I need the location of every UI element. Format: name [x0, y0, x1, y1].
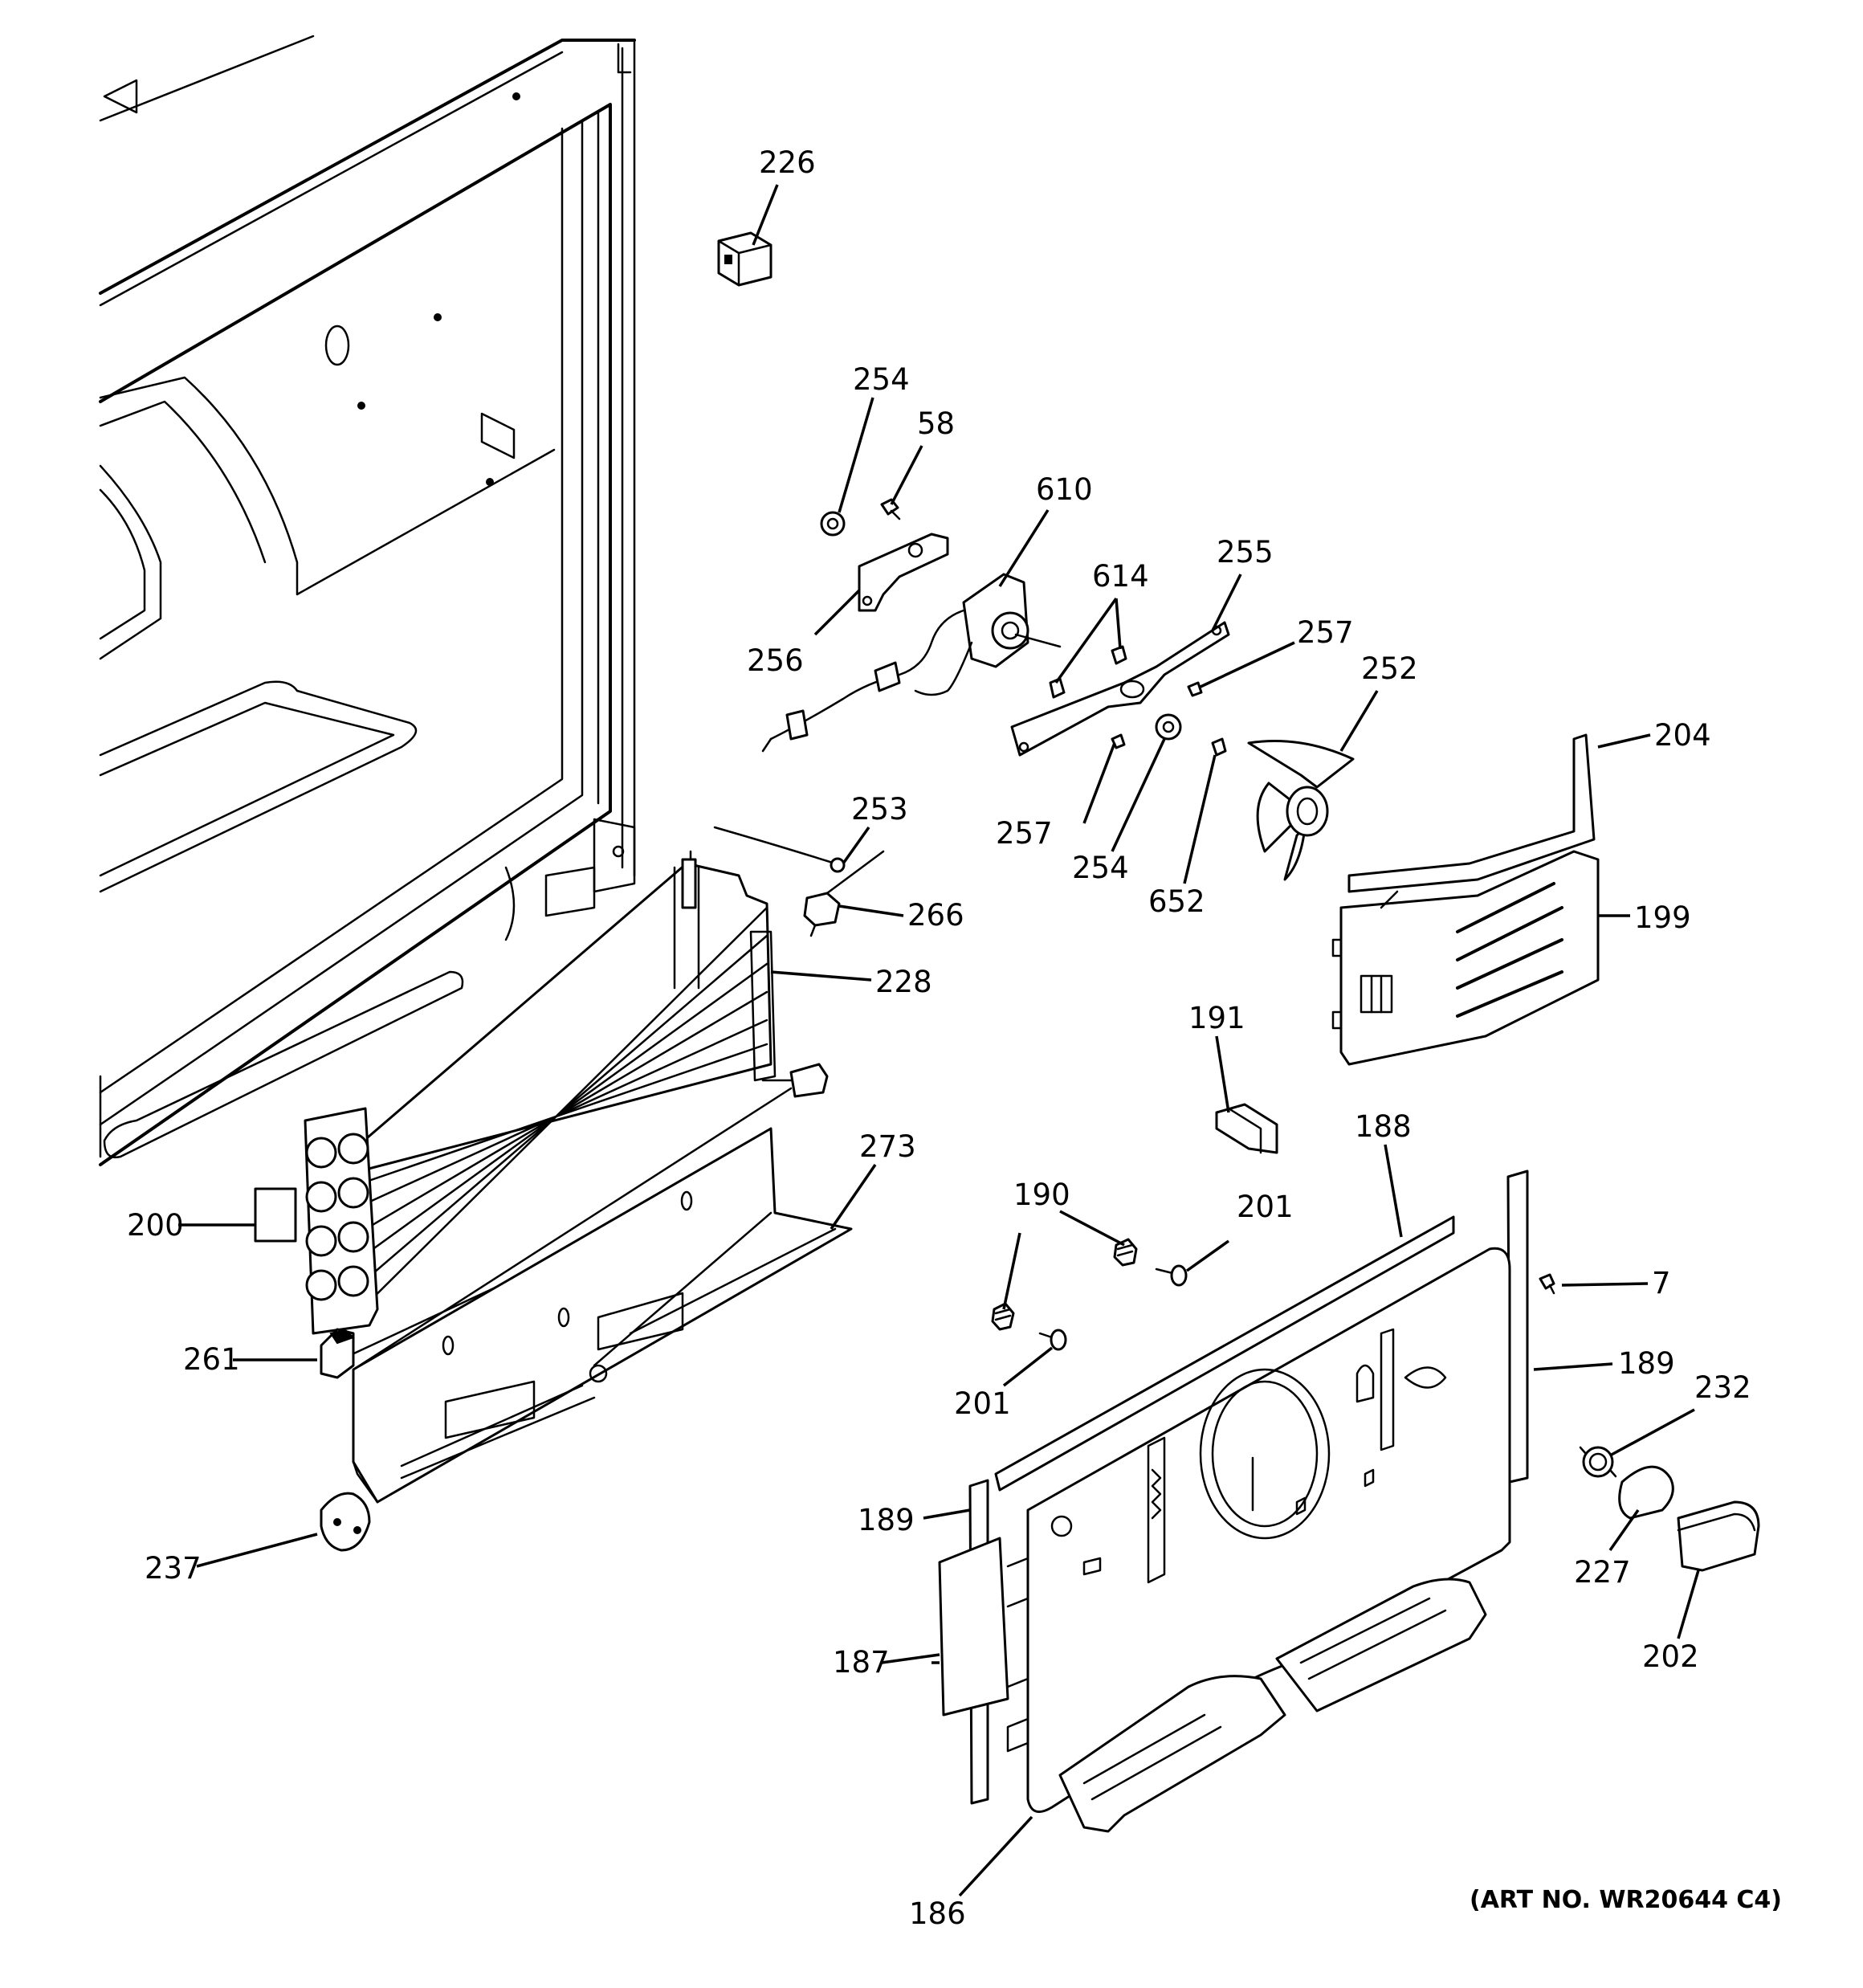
callout-266: 266 [907, 898, 964, 933]
callout-237: 237 [145, 1551, 202, 1586]
callout-204: 204 [1654, 718, 1711, 753]
art-number: (ART NO. WR20644 C4) [1470, 1886, 1782, 1914]
part-58-screw [880, 498, 901, 520]
part-610-fan-motor [761, 573, 1062, 753]
part-190-grommet-upper [1113, 1238, 1138, 1267]
part-228-evaporator [304, 850, 829, 1371]
part-252-fan-blade [1247, 740, 1355, 881]
part-253-wire-tie [713, 826, 846, 873]
callout-201-lower: 201 [954, 1386, 1011, 1421]
callout-257-upper: 257 [1297, 615, 1354, 650]
callout-255: 255 [1217, 535, 1274, 569]
part-202-light-shield [1677, 1500, 1760, 1572]
callout-256: 256 [747, 643, 804, 678]
part-200-label [254, 1187, 297, 1243]
callout-187: 187 [833, 1645, 890, 1680]
callout-58: 58 [917, 406, 955, 441]
part-201-screw-upper [1155, 1264, 1188, 1287]
callout-253: 253 [851, 792, 908, 827]
callout-228: 228 [875, 965, 932, 999]
callout-232: 232 [1694, 1370, 1751, 1405]
callout-201-upper: 201 [1237, 1190, 1294, 1224]
leader-lines [178, 184, 1700, 1897]
callout-190: 190 [1013, 1178, 1070, 1212]
callout-200: 200 [127, 1208, 184, 1243]
callout-252: 252 [1361, 651, 1418, 686]
part-188-gasket-strip [994, 1215, 1455, 1492]
part-261-plug [320, 1328, 355, 1379]
part-187-insulation [938, 1537, 1009, 1717]
part-232-light-socket [1579, 1446, 1617, 1478]
callout-202: 202 [1642, 1639, 1699, 1674]
callout-189-left: 189 [858, 1503, 915, 1537]
part-273-drain-pan [352, 1127, 853, 1504]
part-227-light-bulb [1618, 1465, 1674, 1520]
part-256-bracket [858, 533, 949, 612]
part-226-relay [717, 231, 773, 287]
callout-273: 273 [859, 1129, 916, 1164]
callout-189-right: 189 [1618, 1346, 1675, 1381]
part-652-spacer [1211, 737, 1227, 757]
callout-7: 7 [1652, 1266, 1671, 1300]
callout-199: 199 [1634, 900, 1691, 935]
callout-254-top: 254 [853, 362, 910, 397]
part-201-screw-lower [1038, 1329, 1067, 1351]
callout-188: 188 [1355, 1109, 1412, 1144]
part-257-screw-upper [1187, 681, 1203, 697]
callout-610: 610 [1036, 472, 1093, 507]
part-237-cap [320, 1492, 371, 1552]
callout-261: 261 [183, 1342, 240, 1377]
part-266-defrost-thermostat [803, 850, 885, 937]
callout-191: 191 [1188, 1001, 1245, 1035]
callout-186: 186 [909, 1896, 966, 1931]
callout-labels: 226 254 58 610 614 255 257 252 256 257 2… [127, 145, 1782, 1931]
freezer-liner [99, 35, 636, 1166]
part-186-evaporator-cover [1006, 1247, 1511, 1833]
callout-254-lower: 254 [1072, 851, 1129, 885]
part-191-clip [1215, 1103, 1278, 1154]
part-254-grommet-top [820, 511, 846, 537]
callout-614: 614 [1092, 559, 1149, 594]
callout-227: 227 [1574, 1555, 1631, 1590]
callout-652: 652 [1148, 884, 1205, 919]
callout-257-lower: 257 [996, 816, 1053, 851]
part-254-grommet-lower [1155, 713, 1182, 741]
part-7-screw [1539, 1273, 1555, 1295]
callout-226: 226 [759, 145, 816, 180]
part-199-fan-shroud [1331, 850, 1600, 1066]
part-204-gasket [1347, 733, 1596, 893]
part-189-gasket-strip-right [1506, 1170, 1529, 1484]
